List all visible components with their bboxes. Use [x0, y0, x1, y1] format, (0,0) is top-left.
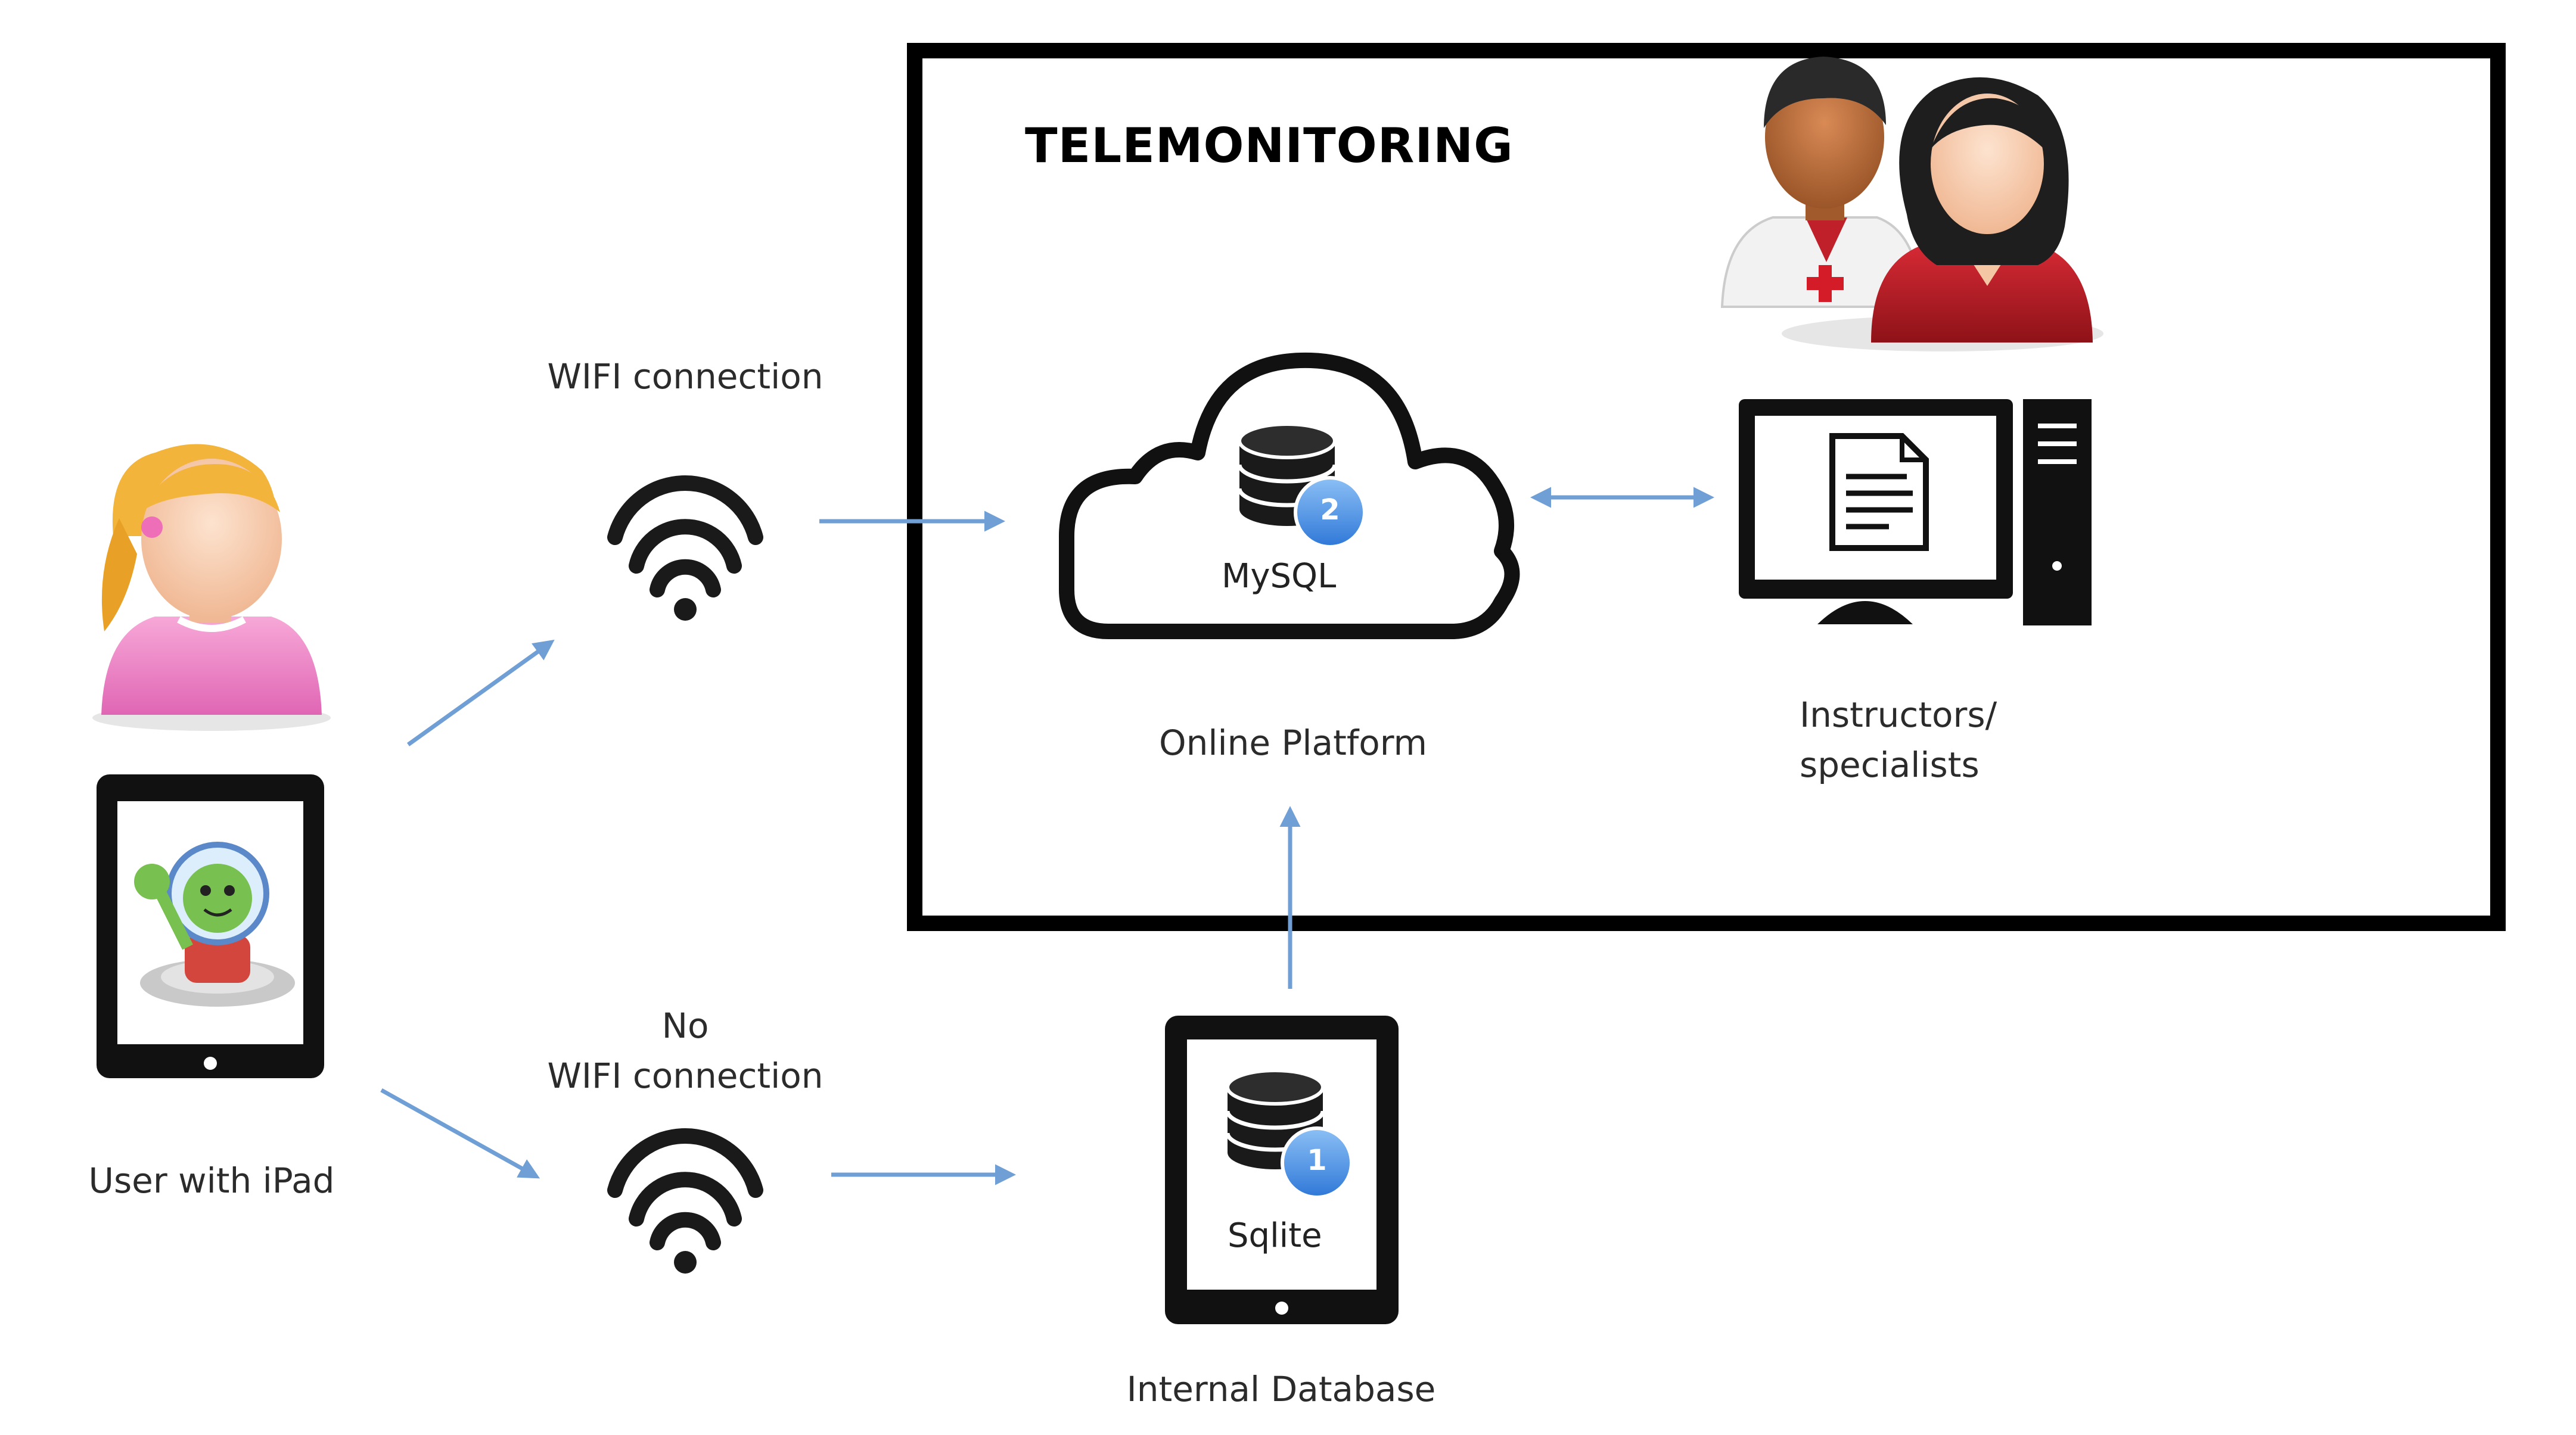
ipad-app-icon: [97, 774, 324, 1078]
instructors-label: Instructors/ specialists: [1800, 690, 1997, 790]
arrow-user-to-wifi: [406, 639, 555, 746]
online-platform-label: Online Platform: [1158, 723, 1428, 763]
internal-database-label: Internal Database: [1126, 1369, 1436, 1409]
box-title: TELEMONITORING: [1025, 118, 1514, 173]
instructors-label-line1: Instructors/: [1800, 695, 1997, 735]
specialist-icon: [1871, 77, 2093, 343]
sqlite-label: Sqlite: [1228, 1216, 1322, 1255]
wifi-icon: [607, 475, 763, 621]
telemonitoring-frame: [907, 43, 2506, 931]
wifi-icon: [607, 1128, 763, 1274]
wifi-connection-label: WIFI connection: [547, 356, 824, 397]
female-user-icon: [92, 444, 331, 731]
tablet-badge-number: 1: [1307, 1144, 1327, 1177]
no-wifi-label-line1: No: [661, 1006, 709, 1046]
arrows: [380, 487, 1714, 1185]
tablet-database-icon: [1165, 1016, 1399, 1324]
arrow-user-to-nowifi: [380, 1088, 540, 1179]
desktop-computer-icon: [1739, 399, 2092, 625]
cloud-database-icon: [1059, 352, 1520, 639]
instructors-label-line2: specialists: [1800, 745, 1980, 786]
mysql-label: MySQL: [1222, 557, 1337, 596]
cloud-badge-number: 2: [1320, 493, 1340, 527]
no-wifi-label: No WIFI connection: [512, 1001, 858, 1101]
no-wifi-label-line2: WIFI connection: [547, 1056, 824, 1097]
user-label: User with iPad: [88, 1160, 335, 1201]
